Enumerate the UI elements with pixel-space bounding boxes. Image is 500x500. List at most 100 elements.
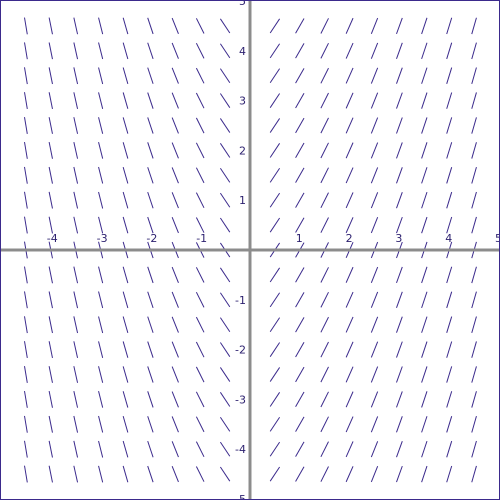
slope-segment [171,266,179,283]
slope-segment [345,117,354,134]
y-tick-label: 2 [239,144,246,157]
slope-segment [98,316,104,334]
slope-segment [345,42,354,59]
slope-segment [421,92,428,109]
slope-segment [171,117,179,134]
slope-segment [98,341,104,358]
slope-segment [295,68,305,84]
slope-segment [345,416,354,433]
slope-segment [370,217,379,234]
slope-segment [73,117,79,134]
slope-segment [219,292,231,308]
slope-segment [48,291,53,309]
slope-segment [345,316,354,333]
slope-segment [446,117,453,134]
slope-segment [345,192,354,209]
slope-segment [171,316,179,333]
slope-segment [446,142,453,159]
slope-segment [320,466,329,482]
slope-segment [171,192,179,209]
slope-segment [219,416,231,432]
slope-segment [320,391,329,408]
slope-segment [48,141,53,159]
slope-segment [219,367,231,382]
slope-segment [320,117,329,134]
slope-segment [471,216,477,234]
slope-segment [269,441,281,457]
slope-segment [320,316,329,333]
slope-segment [73,390,79,408]
slope-segment [195,192,205,209]
slope-segment [171,92,179,109]
slope-segment [171,291,179,308]
slope-segment [98,216,104,234]
slope-segment [370,416,379,433]
slope-segment [48,92,53,110]
slope-segment [421,341,428,358]
slope-segment [370,117,379,134]
slope-segment [147,167,154,184]
slope-segment [171,217,179,234]
slope-segment [48,117,53,134]
slope-segment [370,42,379,59]
y-tick-label: 5 [239,1,246,8]
slope-segment [345,217,354,234]
slope-segment [320,341,329,358]
slope-segment [295,117,305,134]
slope-segment [345,67,354,84]
slope-segment [421,465,428,483]
x-tick-label: -4 [47,232,58,245]
slope-segment [269,342,281,357]
slope-segment [421,291,428,309]
slope-segment [24,366,28,383]
slope-segment [295,142,305,159]
slope-segment [421,266,428,284]
slope-segment [195,117,205,134]
x-tick-label: -1 [196,232,207,245]
slope-segment [73,166,79,184]
slope-segment [396,192,403,209]
slope-segment [48,341,53,359]
x-tick-label: -3 [97,232,108,245]
slope-segment [471,17,477,35]
slope-segment [171,366,179,383]
slope-segment [195,291,205,308]
slope-segment [370,391,379,408]
slope-segment [269,18,281,34]
slope-segment [73,415,79,433]
slope-segment [195,391,205,408]
slope-segment [122,366,129,383]
slope-segment [24,465,28,483]
slope-segment [48,366,53,383]
slope-segment [147,440,154,458]
slope-segment [320,217,329,233]
slope-segment [98,92,104,109]
slope-segment [471,42,477,60]
slope-segment [195,18,205,34]
slope-segment [345,441,354,458]
slope-segment [396,391,403,408]
slope-segment [295,366,305,383]
slope-segment [396,416,403,433]
slope-segment [446,366,453,383]
slope-segment [446,191,453,209]
slope-segment [471,266,477,284]
slope-segment [147,216,154,234]
slope-segment [396,142,403,159]
slope-segment [370,266,379,283]
slope-segment [295,416,305,432]
slope-segment [446,17,453,35]
slope-segment [396,341,403,358]
slope-segment [471,440,477,458]
slope-segment [471,316,477,334]
slope-segment [269,466,281,482]
slope-segment [48,67,53,85]
slope-segment [269,43,281,59]
slope-segment [320,42,329,59]
slope-segment [219,217,231,233]
slope-segment [295,192,305,208]
slope-segment [219,118,231,133]
slope-segment [98,391,104,408]
slope-segment [269,392,281,407]
